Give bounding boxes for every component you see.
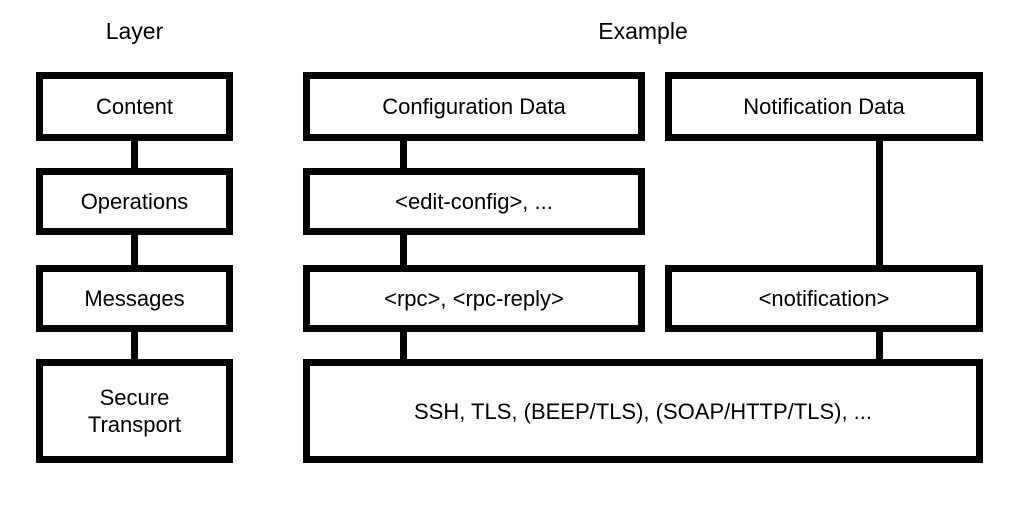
- connector-notifdata-notification: [876, 138, 883, 268]
- secure-transport-layer-label: Secure Transport: [87, 385, 182, 437]
- connector-editconfig-rpc: [400, 232, 407, 268]
- transport-protocols-label: SSH, TLS, (BEEP/TLS), (SOAP/HTTP/TLS), .…: [413, 398, 873, 424]
- connector-operations-messages: [131, 232, 138, 268]
- operations-layer-label: Operations: [80, 189, 189, 214]
- layer-column-header: Layer: [105, 18, 164, 44]
- notification-data-box: Notification Data: [665, 72, 983, 141]
- configuration-data-box: Configuration Data: [303, 72, 645, 141]
- content-layer-box: Content: [36, 72, 233, 141]
- operations-layer-box: Operations: [36, 168, 233, 235]
- example-column-header: Example: [598, 18, 688, 44]
- messages-layer-label: Messages: [84, 286, 185, 311]
- notification-data-label: Notification Data: [743, 94, 905, 119]
- edit-config-label: <edit-config>, ...: [395, 189, 553, 214]
- rpc-label: <rpc>, <rpc-reply>: [384, 286, 564, 311]
- notification-label: <notification>: [758, 286, 890, 311]
- messages-layer-box: Messages: [36, 265, 233, 332]
- notification-box: <notification>: [665, 265, 983, 332]
- connector-notification-transport: [876, 329, 883, 362]
- configuration-data-label: Configuration Data: [382, 94, 566, 119]
- connector-content-operations: [131, 138, 138, 171]
- edit-config-box: <edit-config>, ...: [303, 168, 645, 235]
- content-layer-label: Content: [95, 94, 174, 119]
- rpc-box: <rpc>, <rpc-reply>: [303, 265, 645, 332]
- transport-protocols-box: SSH, TLS, (BEEP/TLS), (SOAP/HTTP/TLS), .…: [303, 359, 983, 463]
- secure-transport-layer-box: Secure Transport: [36, 359, 233, 463]
- connector-configdata-editconfig: [400, 138, 407, 171]
- connector-messages-secure-transport: [131, 329, 138, 362]
- connector-rpc-transport: [400, 329, 407, 362]
